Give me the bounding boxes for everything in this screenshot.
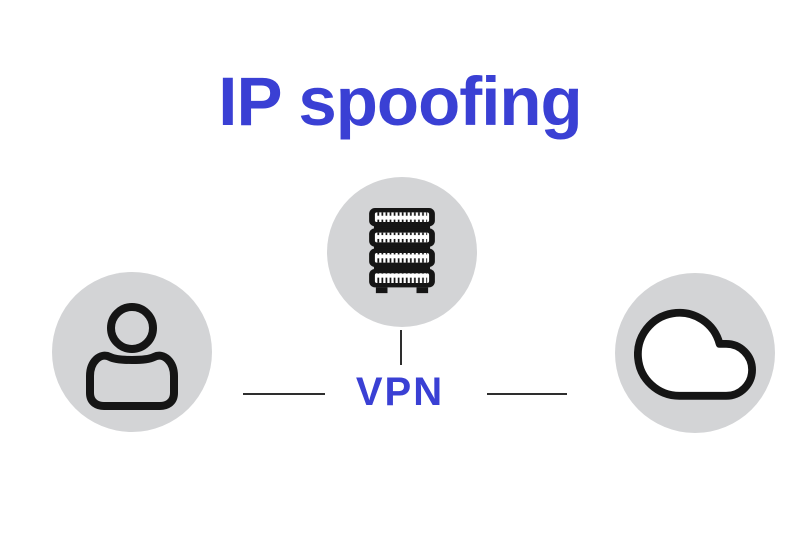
connector-vpn-to-internet bbox=[487, 393, 567, 395]
connector-server-to-vpn bbox=[400, 330, 402, 365]
server-stack-icon bbox=[368, 207, 436, 297]
person-icon bbox=[52, 272, 212, 432]
page-title: IP spoofing bbox=[218, 63, 582, 140]
node-internet bbox=[615, 273, 775, 433]
connector-client-to-vpn bbox=[243, 393, 325, 395]
vpn-label: VPN bbox=[355, 370, 445, 414]
node-client bbox=[52, 272, 212, 432]
cloud-icon bbox=[634, 305, 756, 401]
node-vpn-server bbox=[327, 177, 477, 327]
